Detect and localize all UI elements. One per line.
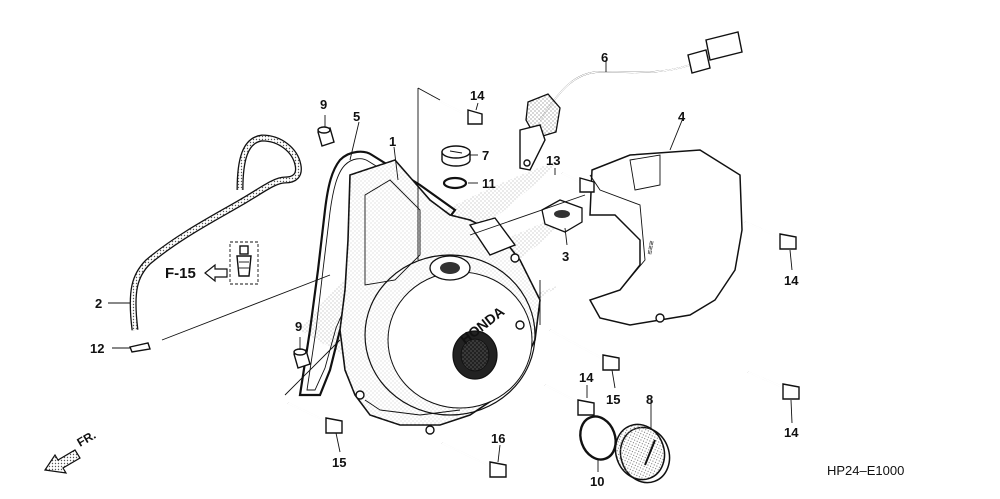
- oil-filler-cap: [441, 145, 471, 167]
- bolt-14-right-top: [744, 221, 797, 250]
- callout-13: 13: [546, 153, 560, 168]
- callout-6: 6: [601, 50, 608, 65]
- callout-8: 8: [646, 392, 653, 407]
- callout-14-mid: 14: [579, 370, 594, 385]
- callout-7: 7: [482, 148, 489, 163]
- reference-label: F-15: [165, 265, 196, 282]
- leader-lines: [108, 60, 793, 472]
- dowel-pin-lower: [293, 348, 311, 369]
- callout-11: 11: [482, 176, 496, 191]
- grommet: [541, 199, 583, 233]
- callout-15-top: 14: [470, 88, 485, 103]
- clip-part: [129, 342, 151, 353]
- reference-arrow: [204, 263, 228, 283]
- bolt-14-right-bottom: [747, 371, 800, 400]
- callout-9-upper: 9: [320, 97, 327, 112]
- timing-hole-cap: [614, 423, 671, 484]
- breather-tube: [129, 134, 302, 331]
- bolt-17: [441, 442, 507, 478]
- callout-17: 16: [491, 431, 505, 446]
- callout-5: 5: [353, 109, 360, 124]
- front-label: FR.: [75, 428, 99, 450]
- o-ring-small: [442, 176, 468, 190]
- o-ring-large: [579, 415, 617, 461]
- callout-3: 3: [562, 249, 569, 264]
- callout-10: 10: [590, 474, 604, 489]
- callout-4: 4: [678, 109, 686, 124]
- bolt-16: [549, 329, 620, 371]
- callout-16: 15: [606, 392, 620, 407]
- dowel-pin-upper: [317, 126, 335, 147]
- callout-labels: 1 2 3 4 5 6 7 8 9 9 10 11 12 13 14 14 14…: [90, 50, 799, 489]
- callout-1: 1: [389, 134, 396, 149]
- front-direction-arrow: [43, 449, 81, 474]
- guide-lines: [161, 87, 586, 396]
- sensor-wire: [519, 31, 743, 171]
- outer-cover: ≡≡≡: [588, 149, 743, 326]
- bolt-15-top: [431, 96, 483, 125]
- callout-9-lower: 9: [295, 319, 302, 334]
- callout-12: 12: [90, 341, 104, 356]
- cover-mark: ≡≡≡: [645, 240, 656, 256]
- breather-fitting: [229, 241, 259, 285]
- bolt-14-mid: [544, 384, 595, 416]
- callout-15-bottom: 15: [332, 455, 346, 470]
- callout-14-right-bottom: 14: [784, 425, 799, 440]
- callout-14-right-top: 14: [784, 273, 799, 288]
- bolt-15-bottom: [287, 402, 343, 434]
- diagram-code: HP24–E1000: [827, 463, 904, 478]
- callout-2: 2: [95, 296, 102, 311]
- crankcase-cover: [339, 159, 541, 435]
- bolt-13: [561, 172, 595, 193]
